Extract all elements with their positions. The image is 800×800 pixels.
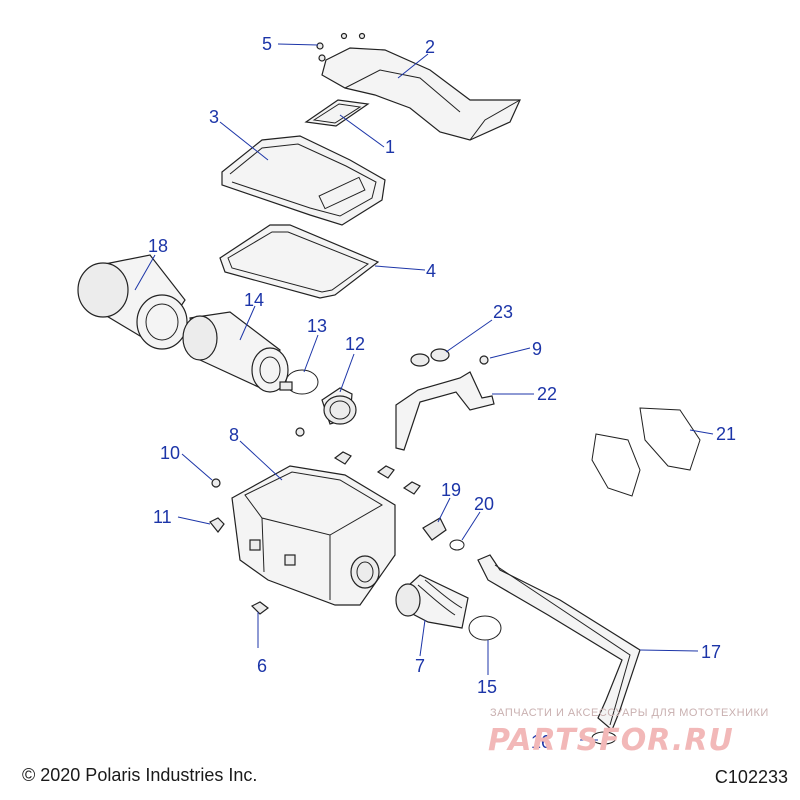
callout-labels: 5 2 1 3 4 18 14 13 12 23 9 22 8 10 11 21… [148,34,736,752]
callout-18: 18 [148,236,168,256]
callout-23: 23 [493,302,513,322]
watermark-logo: PARTSFOR.RU [488,723,734,758]
callout-5: 5 [262,34,272,54]
callout-13: 13 [307,316,327,336]
watermark-tagline: ЗАПЧАСТИ И АКСЕССУАРЫ ДЛЯ МОТОТЕХНИКИ [490,707,769,719]
callout-22: 22 [537,384,557,404]
part-bracket [395,348,495,451]
part-coupler-ring [321,387,357,425]
part-hose-clamp [591,731,617,745]
watermark: ЗАПЧАСТИ И АКСЕССУАРЫ ДЛЯ МОТОТЕХНИКИ PA… [488,707,769,758]
callout-9: 9 [532,339,542,359]
part-filter-clamp [279,369,319,395]
callout-21: 21 [716,424,736,444]
callout-17: 17 [701,642,721,662]
copyright-notice: © 2020 Polaris Industries Inc. [22,765,258,785]
part-fitting-and-clamp [422,517,465,551]
leader-lines [134,43,714,741]
part-intake-duct [321,47,521,141]
part-boot-clamp [468,615,502,641]
callout-16: 16 [531,732,551,752]
callout-14: 14 [244,290,264,310]
part-airbox [231,465,396,606]
part-intake-boot [395,574,469,629]
callout-20: 20 [474,494,494,514]
part-outlet-seals [591,407,701,497]
callout-3: 3 [209,107,219,127]
callout-2: 2 [425,37,435,57]
callout-12: 12 [345,334,365,354]
callout-1: 1 [385,137,395,157]
part-drain-hose [477,554,641,732]
part-air-filter [182,311,289,393]
part-hose-clips [209,427,421,615]
callout-11: 11 [153,507,172,527]
part-airbox-lid [221,135,386,226]
part-pre-filter [77,254,188,350]
callout-4: 4 [426,261,436,281]
part-lid-seal [219,224,380,299]
callout-15: 15 [477,677,497,697]
drawing-number: C102233 [714,767,788,787]
callout-19: 19 [441,480,461,500]
part-duct-gasket [304,99,370,127]
callout-10: 10 [160,443,180,463]
part-screws [316,32,366,62]
callout-8: 8 [229,425,239,445]
callout-6: 6 [257,656,267,676]
callout-7: 7 [415,656,425,676]
